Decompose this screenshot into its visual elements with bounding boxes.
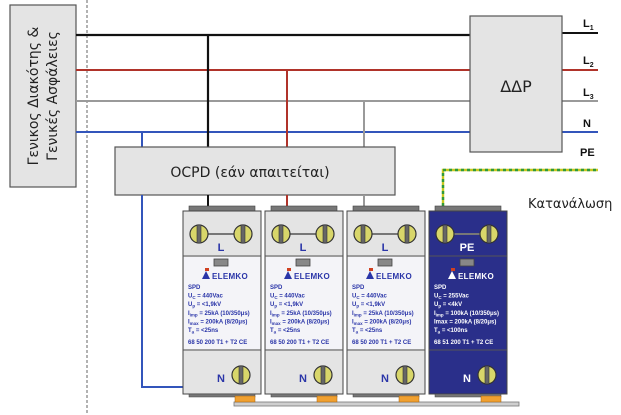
label-pe: PE [580,147,595,159]
spd-spec-line: SPD [270,285,283,291]
spd-spec-line: Up = <1,9kV [352,302,385,309]
brand-logo: ELEMKO [284,268,330,281]
ocpd-box: OCPD (εάν απαιτείται) [114,146,396,196]
spd-spec-line: Ta = <25ns [352,328,383,335]
spd-spec-line: Imax = 200kA (8/20μs) [188,319,247,326]
neutral-wire-to-spd [141,195,184,388]
pe-wire [441,168,598,206]
spd-bottom-terminal-label: N [381,373,389,385]
spd-product-code: 68 50 200 T1 + T2 CE [270,340,329,346]
main-switch-box: Γενικος Διακότης & Γενικές Ασφάλειες [9,4,77,188]
brand-logo: ELEMKO [366,268,412,281]
spd-bottom-terminal-label: N [217,373,225,385]
busbar-tab [316,395,338,403]
spd-top-cap [188,205,256,212]
terminal-screw-icon[interactable] [477,365,497,385]
brand-name: ELEMKO [458,272,494,281]
spd-product-code: 68 50 200 T1 + T2 CE [352,340,411,346]
spd-spec-line: SPD [434,285,447,291]
status-indicator-window [295,258,311,267]
spd-spec-line: UC = 255Vac [434,294,469,301]
spd-spec-line: Up = <4kV [434,302,462,309]
rcd-label: ΔΔΡ [500,77,532,96]
main-switch-label-line1: Γενικος Διακότης & [26,27,42,166]
spd-bottom-cap [352,393,420,398]
spd-spec-line: Ta = <25ns [188,328,219,335]
spd-bottom-terminal-label: N [463,373,471,385]
spd-label-area [266,257,342,349]
bottom-busbar [233,401,520,407]
status-indicator-window [459,258,475,267]
label-l3: L3 [583,87,594,101]
spd-bottom-terminal-label: N [299,373,307,385]
spd-top-terminal-label: PE [460,242,475,254]
spd-label-area [348,257,424,349]
terminal-screw-icon[interactable] [395,365,415,385]
spd-spec-line: UC = 440Vac [270,294,305,301]
label-l1: L1 [583,18,594,32]
spd-top-cap [270,205,338,212]
brand-name: ELEMKO [212,272,248,281]
spd-spec-line: Iimp = 25kA (10/350μs) [188,311,250,318]
spd-spec-line: Ta = <25ns [270,328,301,335]
spd-label-area [184,257,260,349]
spd-bottom-cap [270,393,338,398]
brand-logo: ELEMKO [448,268,494,281]
spd-top-cap [434,205,502,212]
spd-product-code: 68 51 200 T1 + T2 CE [434,340,493,346]
spd-spec-line: UC = 440Vac [188,294,223,301]
load-label: Κατανάλωση [528,197,612,212]
main-switch-label-line2: Γενικές Ασφάλειες [45,31,61,161]
spd-spec-line: Iimp = 25kA (10/350μs) [270,311,332,318]
spd-spec-line: Imax = 200kA (8/20μs) [270,319,329,326]
spd-spec-line: Up = <1,9kV [270,302,303,309]
spd-top-terminal-label: L [218,242,225,254]
status-indicator-window [377,258,393,267]
terminal-screw-icon[interactable] [435,224,455,244]
spd-spec-line: Imax = 200kA (8/20μs) [434,319,496,325]
busbar-tab [480,395,502,403]
busbar-tab [234,395,256,403]
label-n: N [583,118,591,130]
brand-name: ELEMKO [376,272,412,281]
spd-spec-line: Iimp = 100kA (10/350μs) [434,311,499,318]
brand-name: ELEMKO [294,272,330,281]
spd-spec-line: Iimp = 25kA (10/350μs) [352,311,414,318]
spd-bottom-cap [434,393,502,398]
spd-top-terminal-label: L [382,242,389,254]
terminal-screw-icon[interactable] [271,224,291,244]
spd-spec-line: SPD [188,285,201,291]
spd-spec-line: Ta = <100ns [434,328,468,335]
spd-spec-line: Imax = 200kA (8/20μs) [352,319,411,326]
spd-product-code: 68 50 200 T1 + T2 CE [188,340,247,346]
terminal-screw-icon[interactable] [233,224,253,244]
spd-spec-line: Up = <1,9kV [188,302,221,309]
status-indicator-window [213,258,229,267]
terminal-screw-icon[interactable] [479,224,499,244]
terminal-screw-icon[interactable] [313,365,333,385]
label-l2: L2 [583,55,594,69]
terminal-screw-icon[interactable] [231,365,251,385]
spd-spec-line: SPD [352,285,365,291]
terminal-screw-icon[interactable] [353,224,373,244]
spd-top-terminal-label: L [300,242,307,254]
terminal-screw-icon[interactable] [397,224,417,244]
conductor-labels: L1 L2 L3 N PE [580,18,595,159]
spd-bottom-cap [188,393,256,398]
spd-top-cap [352,205,420,212]
brand-logo: ELEMKO [202,268,248,281]
busbar-tab [398,395,420,403]
rcd-box: ΔΔΡ [469,15,563,153]
ocpd-label: OCPD (εάν απαιτείται) [170,165,329,181]
terminal-screw-icon[interactable] [315,224,335,244]
spd-spec-line: UC = 440Vac [352,294,387,301]
terminal-screw-icon[interactable] [189,224,209,244]
